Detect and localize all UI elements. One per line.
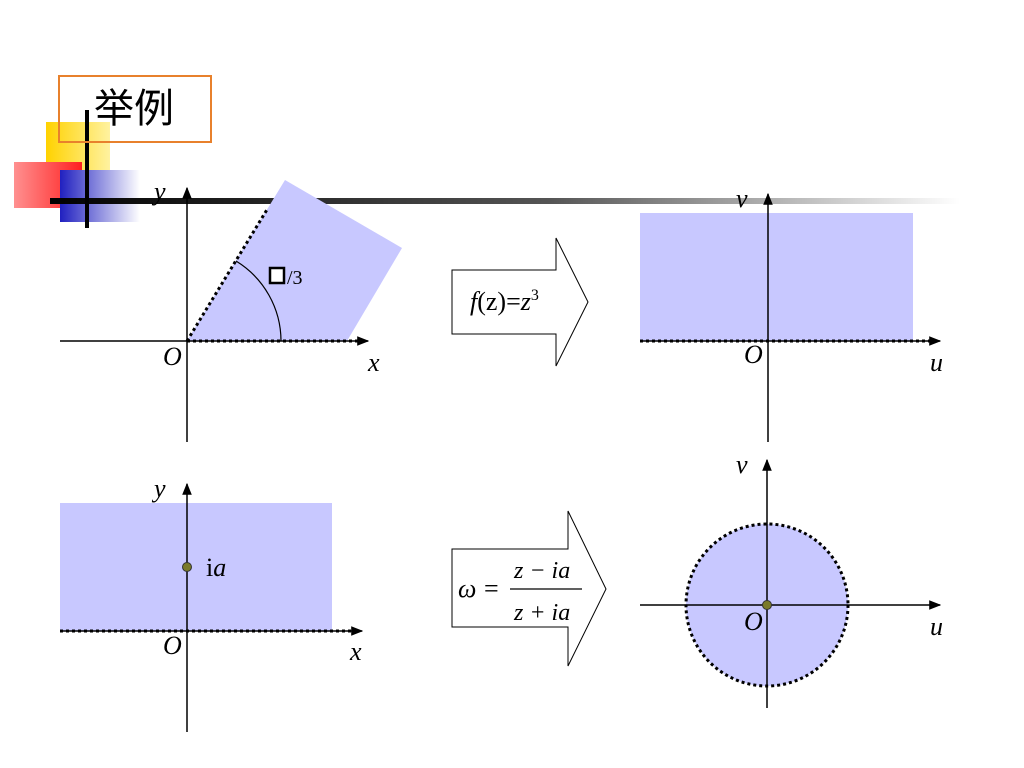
center-point bbox=[762, 600, 772, 610]
deco-header-line bbox=[50, 198, 960, 204]
point-ia bbox=[182, 562, 192, 572]
mapping-arrow-cube: f(z)=z3 bbox=[451, 237, 589, 367]
w-u-label: u bbox=[930, 348, 943, 377]
sector-boundary-ray bbox=[185, 207, 270, 342]
mapping-f: f(z)=z3 bbox=[470, 287, 539, 316]
w2-origin-label: O bbox=[744, 607, 763, 636]
mapping-paren: (z)= bbox=[477, 287, 521, 316]
w-v-label: v bbox=[736, 184, 748, 213]
fraction-numerator: z − ia bbox=[513, 558, 570, 584]
angle-glyph-box bbox=[268, 266, 286, 285]
z-y-label: y bbox=[151, 177, 166, 206]
w-plane-half: v O u bbox=[640, 184, 943, 442]
z2-origin-label: O bbox=[163, 631, 182, 660]
w-origin-label: O bbox=[744, 340, 763, 369]
equals-sign: = bbox=[484, 574, 499, 603]
angle-arc bbox=[235, 260, 282, 342]
deco-blue-square bbox=[60, 170, 140, 222]
z-x-label: x bbox=[367, 348, 380, 377]
point-ia-label: ia bbox=[206, 553, 226, 582]
arrow-shape bbox=[451, 237, 589, 367]
mapping-arrow-mobius: ω = z − ia z + ia bbox=[451, 510, 607, 667]
z2-y-label: y bbox=[151, 474, 166, 503]
w2-v-label: v bbox=[736, 450, 748, 479]
fraction-denominator: z + ia bbox=[513, 600, 570, 626]
z-plane-sector: /3 y O x bbox=[60, 177, 402, 442]
z2-x-label: x bbox=[349, 637, 362, 666]
angle-label: /3 bbox=[287, 267, 303, 289]
sector-region bbox=[187, 180, 402, 341]
omega-symbol: ω bbox=[458, 574, 476, 603]
half-plane-region bbox=[640, 213, 913, 341]
w-plane-disk: v O u bbox=[640, 450, 943, 708]
w2-u-label: u bbox=[930, 612, 943, 641]
deco-vertical-bar bbox=[85, 110, 89, 228]
z-plane-half: ia y O x bbox=[60, 474, 364, 732]
slide-title: 举例 bbox=[58, 75, 212, 143]
z-half-region bbox=[60, 503, 332, 631]
mapping-exponent: 3 bbox=[531, 287, 539, 304]
mapping-z: z bbox=[520, 287, 531, 316]
unit-circle-boundary bbox=[684, 522, 850, 688]
z-origin-label: O bbox=[163, 342, 182, 371]
